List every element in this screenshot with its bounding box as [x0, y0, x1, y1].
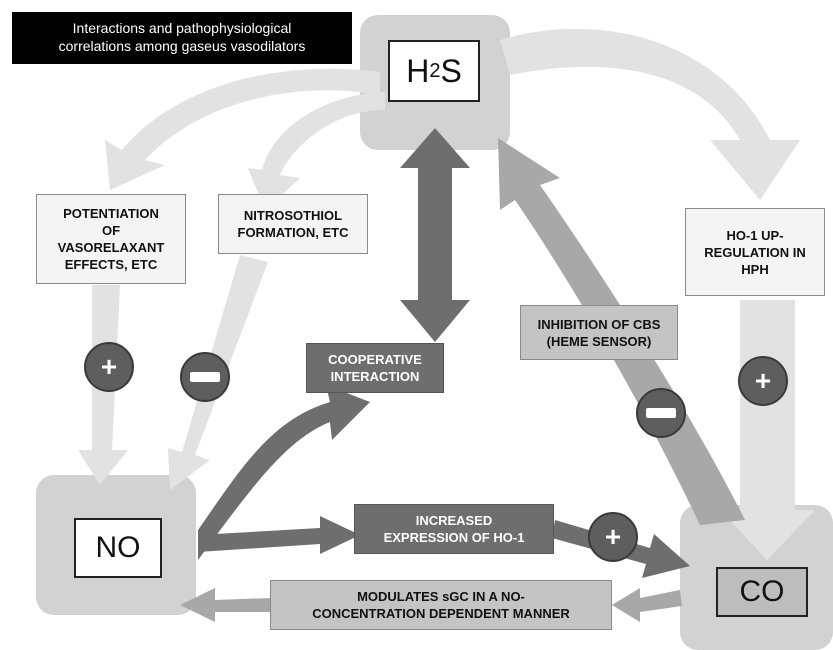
- plus-sign-ho1: +: [738, 356, 788, 406]
- plus-icon: +: [754, 365, 772, 396]
- arrow-h2s-to-potentiation: [105, 68, 380, 190]
- label-inhibition-cbs: INHIBITION OF CBS (HEME SENSOR): [520, 305, 678, 360]
- plus-sign-potentiation: +: [84, 342, 134, 392]
- label-ho1-upregulation: HO-1 UP- REGULATION IN HPH: [685, 208, 825, 296]
- arrow-no-to-increased: [198, 516, 360, 554]
- label-increased-expression: INCREASED EXPRESSION OF HO-1: [354, 504, 554, 554]
- label-potentiation: POTENTIATION OF VASORELAXANT EFFECTS, ET…: [36, 194, 186, 284]
- minus-sign-nitrosothiol: [180, 352, 230, 402]
- minus-icon: [646, 408, 676, 418]
- label-modulates: MODULATES sGC IN A NO- CONCENTRATION DEP…: [270, 580, 612, 630]
- label-cooperative: COOPERATIVE INTERACTION: [306, 343, 444, 393]
- ho1-upregulation-text: HO-1 UP- REGULATION IN HPH: [704, 227, 806, 277]
- plus-icon: +: [100, 351, 118, 382]
- h2s-main: H: [406, 52, 430, 89]
- minus-sign-inhibition-cbs: [636, 388, 686, 438]
- cooperative-text: COOPERATIVE INTERACTION: [328, 352, 422, 384]
- no-label: NO: [95, 531, 141, 564]
- arrow-no-to-cooperative: [198, 385, 370, 560]
- label-nitrosothiol: NITROSOTHIOL FORMATION, ETC: [218, 194, 368, 254]
- arrow-h2s-to-ho1: [500, 28, 800, 200]
- arrow-modulates-to-no: [180, 588, 270, 622]
- arrow-h2s-cooperative-double: [400, 128, 470, 342]
- nitrosothiol-text: NITROSOTHIOL FORMATION, ETC: [237, 208, 349, 240]
- diagram-title: Interactions and pathophysiological corr…: [12, 12, 352, 64]
- plus-icon: +: [604, 521, 622, 552]
- co-label: CO: [739, 575, 785, 608]
- arrow-co-to-modulates: [612, 588, 682, 622]
- title-line-1: Interactions and pathophysiological: [72, 20, 292, 36]
- plus-sign-increased-expression: +: [588, 512, 638, 562]
- modulates-text: MODULATES sGC IN A NO- CONCENTRATION DEP…: [312, 589, 570, 621]
- title-line-2: correlations among gaseus vasodilators: [58, 38, 306, 54]
- minus-icon: [190, 372, 220, 382]
- increased-expression-text: INCREASED EXPRESSION OF HO-1: [383, 513, 525, 545]
- co-node: CO: [716, 567, 808, 617]
- no-node: NO: [74, 518, 162, 578]
- potentiation-text: POTENTIATION OF VASORELAXANT EFFECTS, ET…: [57, 206, 165, 272]
- h2s-tail: S: [440, 52, 462, 89]
- inhibition-cbs-text: INHIBITION OF CBS (HEME SENSOR): [537, 316, 661, 349]
- arrow-h2s-to-nitrosothiol: [248, 92, 385, 210]
- h2s-subscript: 2: [429, 59, 441, 82]
